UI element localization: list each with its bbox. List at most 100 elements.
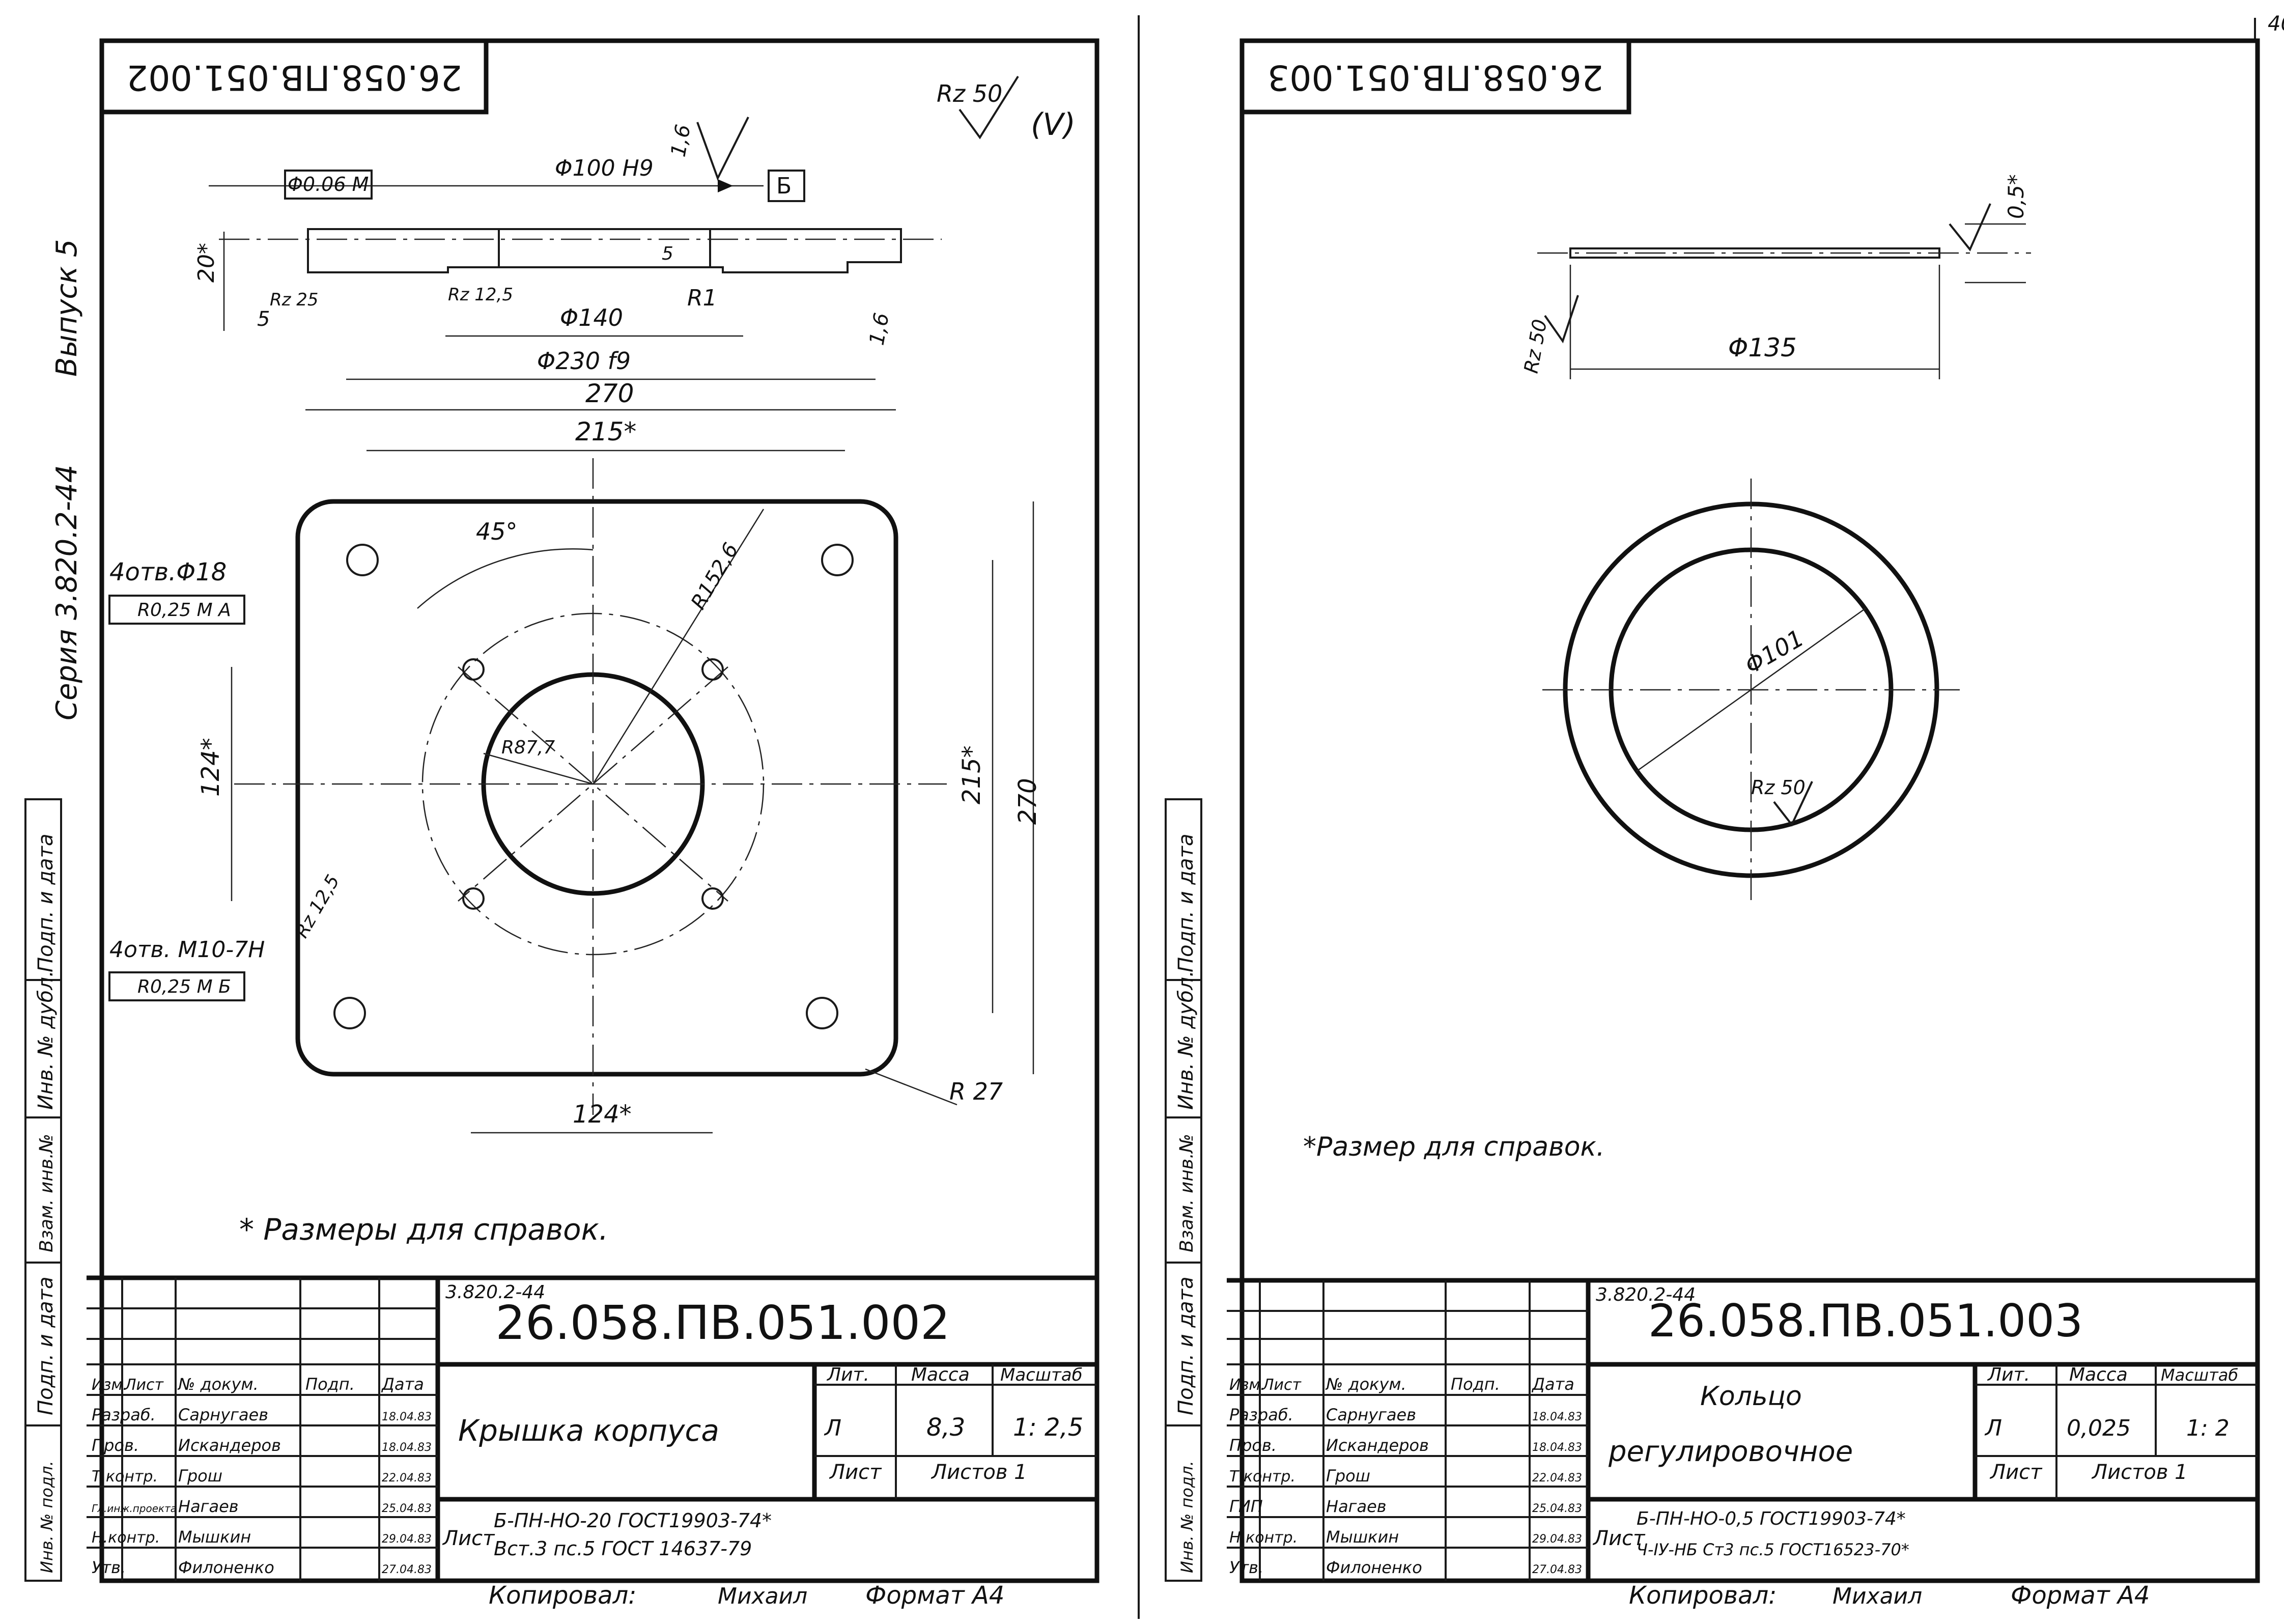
left-rz125: Rz 12,5	[448, 285, 513, 305]
right-th-2: № докум.	[1325, 1375, 1406, 1394]
left-dim-d230: Φ230 f9	[537, 347, 631, 375]
left-surface-16a: 1,6	[667, 123, 695, 159]
right-title-1: Кольцо	[1700, 1381, 1802, 1412]
left-copied: Копировал:	[489, 1581, 636, 1610]
svg-text:Гл.инж.проекта: Гл.инж.проекта	[92, 1502, 177, 1515]
left-runout-tol: Φ0.06 M	[288, 173, 369, 195]
left-dim-w270: 270	[585, 379, 634, 408]
left-holes1: 4отв.Φ18	[109, 558, 227, 586]
svg-text:Мышкин: Мышкин	[178, 1527, 251, 1547]
svg-text:Сарнугаев: Сарнугаев	[178, 1405, 268, 1424]
left-format: Формат А4	[865, 1581, 1004, 1610]
right-format: Формат А4	[2011, 1581, 2150, 1610]
left-roughness-check: (V)	[1031, 107, 1076, 143]
right-mass: 0,025	[2067, 1415, 2131, 1441]
left-series-prefix: 3.820.2-44	[445, 1282, 545, 1303]
right-sheets-label: Листов 1	[2091, 1461, 2188, 1484]
svg-text:Пров.: Пров.	[92, 1436, 139, 1455]
svg-text:Разраб.: Разраб.	[1229, 1405, 1293, 1424]
svg-text:18.04.83: 18.04.83	[1532, 1411, 1582, 1423]
svg-text:Искандеров: Искандеров	[1326, 1436, 1429, 1455]
right-code: 26.058.ПВ.051.003	[1648, 1295, 2083, 1347]
right-material-2: Ч-IУ-НБ Ст3 пс.5 ГОСТ16523-70*	[1637, 1540, 1909, 1559]
left-dim-angle: 45°	[476, 518, 518, 545]
left-dim-d140: Φ140	[560, 304, 623, 331]
svg-text:Мышкин: Мышкин	[1326, 1527, 1399, 1547]
svg-text:Инв. № подл.: Инв. № подл.	[37, 1461, 57, 1573]
left-frame	[99, 38, 1099, 1583]
left-title-block: 3.820.2-44 26.058.ПВ.051.002 Крышка корп…	[87, 1275, 1097, 1610]
svg-text:27.04.83: 27.04.83	[1532, 1563, 1582, 1576]
left-sheet-label: Лист	[829, 1461, 882, 1484]
svg-text:Н.контр.: Н.контр.	[1229, 1529, 1298, 1547]
svg-text:Утв.: Утв.	[92, 1558, 126, 1577]
left-signature-rows: Разраб. Сарнугаев 18.04.83 Пров. Исканде…	[92, 1405, 432, 1577]
left-dim-r1: R1	[687, 285, 717, 311]
left-mass: 8,3	[926, 1413, 965, 1442]
svg-text:Инв. № подл.: Инв. № подл.	[1177, 1461, 1197, 1573]
left-plan-view: 270 215* 45° R152,6 R87,7 124*	[108, 379, 1042, 1134]
left-dim-h270: 270	[1013, 778, 1042, 825]
right-signature-rows: Разраб. Сарнугаев 18.04.83 Пров. Исканде…	[1229, 1405, 1582, 1577]
left-datum-b: Б	[776, 173, 792, 199]
left-lit-header: Лит.	[826, 1364, 869, 1385]
left-litera: Л	[824, 1415, 841, 1441]
right-plan-view: Φ101 Rz 50	[1542, 479, 1960, 901]
left-code: 26.058.ПВ.051.002	[495, 1296, 950, 1350]
right-scale-header: Масштаб	[2161, 1365, 2238, 1385]
right-mass-header: Масса	[2069, 1364, 2128, 1385]
right-litera: Л	[1984, 1415, 2002, 1441]
left-roughness-symbol: Rz 50	[937, 80, 1002, 107]
left-surface-16b: 1,6	[865, 311, 894, 347]
left-title: Крышка корпуса	[458, 1413, 719, 1448]
left-dim-r87: R87,7	[501, 737, 555, 758]
right-series-prefix: 3.820.2-44	[1596, 1284, 1696, 1305]
svg-text:Инв. № дубл.: Инв. № дубл.	[1174, 970, 1198, 1110]
svg-text:22.04.83: 22.04.83	[1532, 1472, 1582, 1485]
svg-text:Утв.: Утв.	[1229, 1558, 1263, 1577]
left-side-issue: Выпуск 5	[50, 239, 83, 377]
svg-text:Пров.: Пров.	[1229, 1436, 1277, 1455]
svg-text:25.04.83: 25.04.83	[382, 1502, 432, 1515]
left-dim-recess: 5	[662, 243, 673, 264]
svg-text:Подп. и дата: Подп. и дата	[34, 834, 58, 972]
svg-text:Инв. № дубл.: Инв. № дубл.	[34, 970, 58, 1110]
right-th-0: Изм.	[1229, 1376, 1265, 1394]
left-note: * Размеры для справок.	[239, 1212, 608, 1247]
left-scale-header: Масштаб	[1000, 1365, 1083, 1385]
svg-text:Филоненко: Филоненко	[178, 1558, 274, 1577]
left-dim-bore: Φ100 H9	[555, 155, 654, 181]
right-th-3: Подп.	[1451, 1375, 1500, 1394]
svg-text:29.04.83: 29.04.83	[1532, 1533, 1582, 1546]
right-dim-thickness: 0,5*	[2004, 174, 2028, 219]
left-side-stamp: Инв. № подл. Подп. и дата Взам. инв.№ Ин…	[24, 798, 62, 1582]
right-rz50b: Rz 50	[1751, 776, 1806, 799]
left-dim-w124: 124*	[573, 1100, 632, 1129]
left-scale: 1: 2,5	[1013, 1413, 1083, 1442]
right-note: *Размер для справок.	[1303, 1132, 1605, 1162]
left-material-2: Вст.3 пс.5 ГОСТ 14637-79	[494, 1537, 752, 1560]
left-rz25: Rz 25	[270, 290, 319, 310]
left-th-0: Изм.	[92, 1376, 128, 1394]
left-th-3: Подп.	[305, 1375, 355, 1394]
svg-text:Нагаев: Нагаев	[178, 1497, 239, 1516]
right-th-1: Лист	[1262, 1376, 1302, 1394]
right-dim-d135: Φ135	[1728, 333, 1797, 362]
left-holes1-tol: R0,25 M A	[137, 600, 231, 621]
svg-text:18.04.83: 18.04.83	[382, 1441, 432, 1454]
svg-text:Филоненко: Филоненко	[1326, 1558, 1422, 1577]
left-th-1: Лист	[124, 1376, 164, 1394]
right-side-stamp: Инв. № подл. Подп. и дата Взам. инв.№ Ин…	[1165, 798, 1202, 1582]
right-title-2: регулировочное	[1608, 1435, 1853, 1468]
left-material-label: Лист	[442, 1527, 495, 1550]
left-dim-r27: R 27	[949, 1078, 1003, 1105]
svg-text:Подп. и дата: Подп. и дата	[1174, 834, 1198, 972]
svg-text:Т.контр.: Т.контр.	[1229, 1468, 1295, 1486]
left-sheet: 26.058.ПВ.051.002 Серия 3.820.2-44 Выпус…	[24, 38, 1099, 1610]
left-section-view: Φ0.06 M Φ100 H9 1,6 Б 20* 5 5 Rz 25 Rz 1…	[193, 117, 942, 380]
left-dim-height: 20*	[193, 243, 219, 283]
svg-text:18.04.83: 18.04.83	[382, 1411, 432, 1423]
right-scale: 1: 2	[2186, 1415, 2230, 1441]
svg-text:Грош: Грош	[178, 1466, 222, 1486]
